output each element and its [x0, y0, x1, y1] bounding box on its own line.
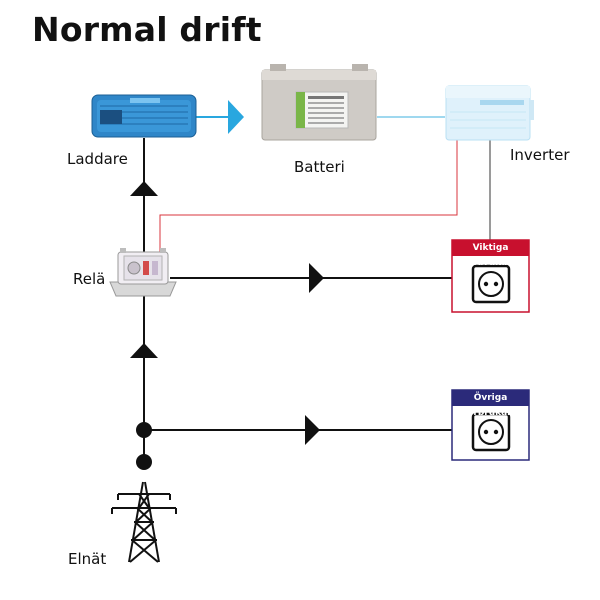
flow-up-arrow-upper: [130, 181, 158, 196]
relay-icon: [109, 248, 177, 297]
flow-right-arrow-lower: [305, 415, 320, 445]
flow-right-arrow-upper: [309, 263, 324, 293]
battery-icon: [261, 64, 377, 141]
battery-charger-icon: [91, 94, 197, 138]
inverter-label: Inverter: [510, 146, 570, 164]
red-wire: [159, 140, 458, 258]
junction-dot: [136, 422, 152, 438]
power-pylon-icon: [111, 481, 177, 563]
inverter-icon: [445, 85, 534, 141]
power-outlet-icon: [471, 412, 511, 452]
charge-flow-arrow: [228, 100, 244, 134]
power-outlet-icon: [471, 264, 511, 304]
important-loads-card: [451, 239, 530, 313]
charger-label: Laddare: [67, 150, 128, 168]
important-loads-header: Viktiga förbrukare: [463, 243, 518, 268]
battery-label: Batteri: [294, 158, 345, 176]
other-loads-card: [451, 389, 530, 461]
page-title: Normal drift: [32, 10, 262, 49]
grid-connection-dot: [136, 454, 152, 470]
grid-label: Elnät: [68, 550, 107, 568]
other-loads-header: Övriga förbrukare: [463, 393, 518, 418]
flow-up-arrow-lower: [130, 343, 158, 358]
relay-label: Relä: [73, 270, 106, 288]
